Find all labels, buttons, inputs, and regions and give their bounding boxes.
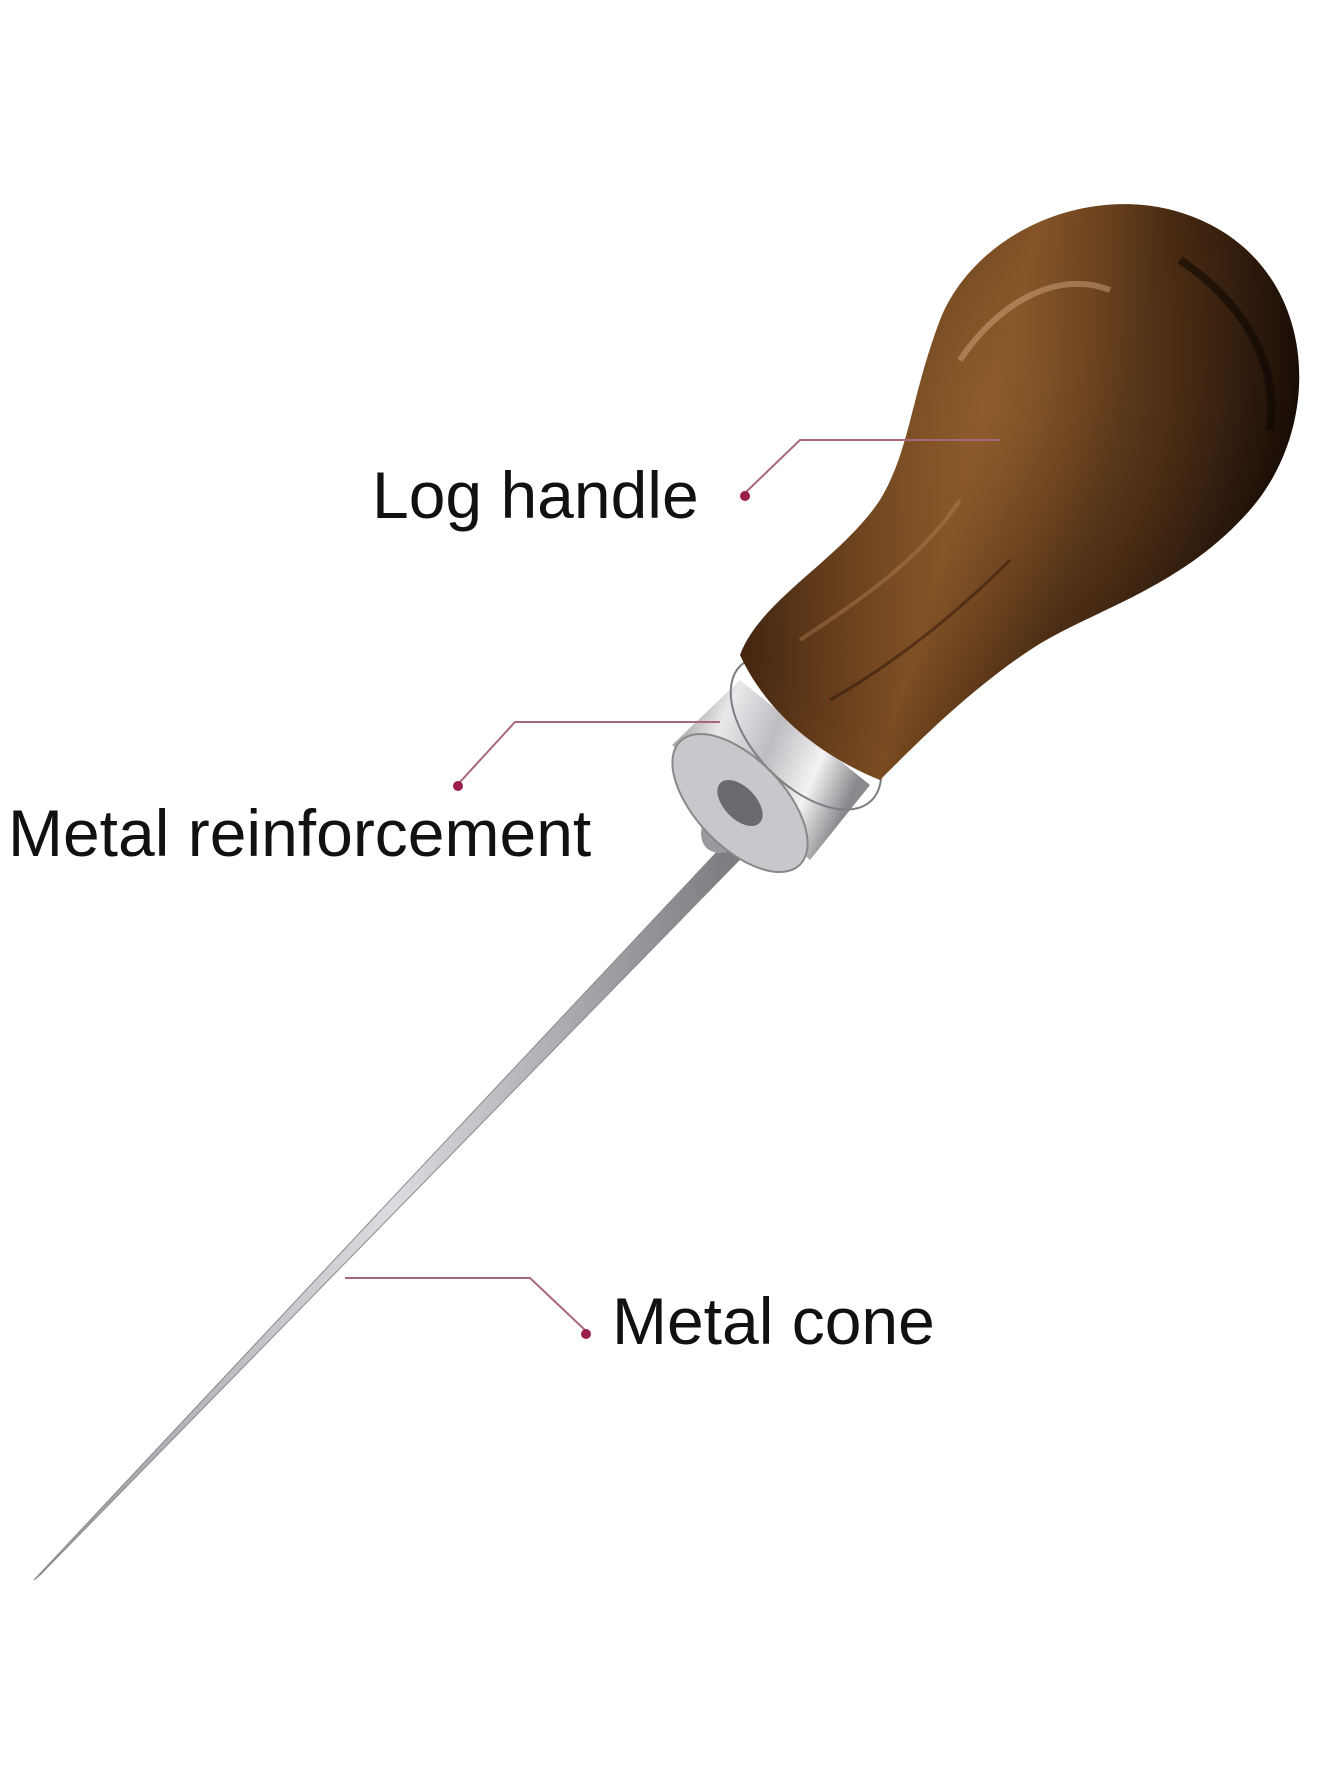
log-handle-label: Log handle: [372, 458, 699, 532]
metal-reinforcement-shape: [671, 655, 883, 874]
metal-cone-label: Metal cone: [612, 1284, 935, 1358]
leader-line-reinforcement: [453, 721, 720, 791]
leader-line-cone: [345, 1277, 591, 1339]
log-handle-shape: [740, 204, 1300, 780]
metal-cone-shape: [33, 837, 752, 1581]
metal-reinforcement-label: Metal reinforcement: [8, 796, 592, 870]
leader-line-handle: [740, 439, 1000, 501]
